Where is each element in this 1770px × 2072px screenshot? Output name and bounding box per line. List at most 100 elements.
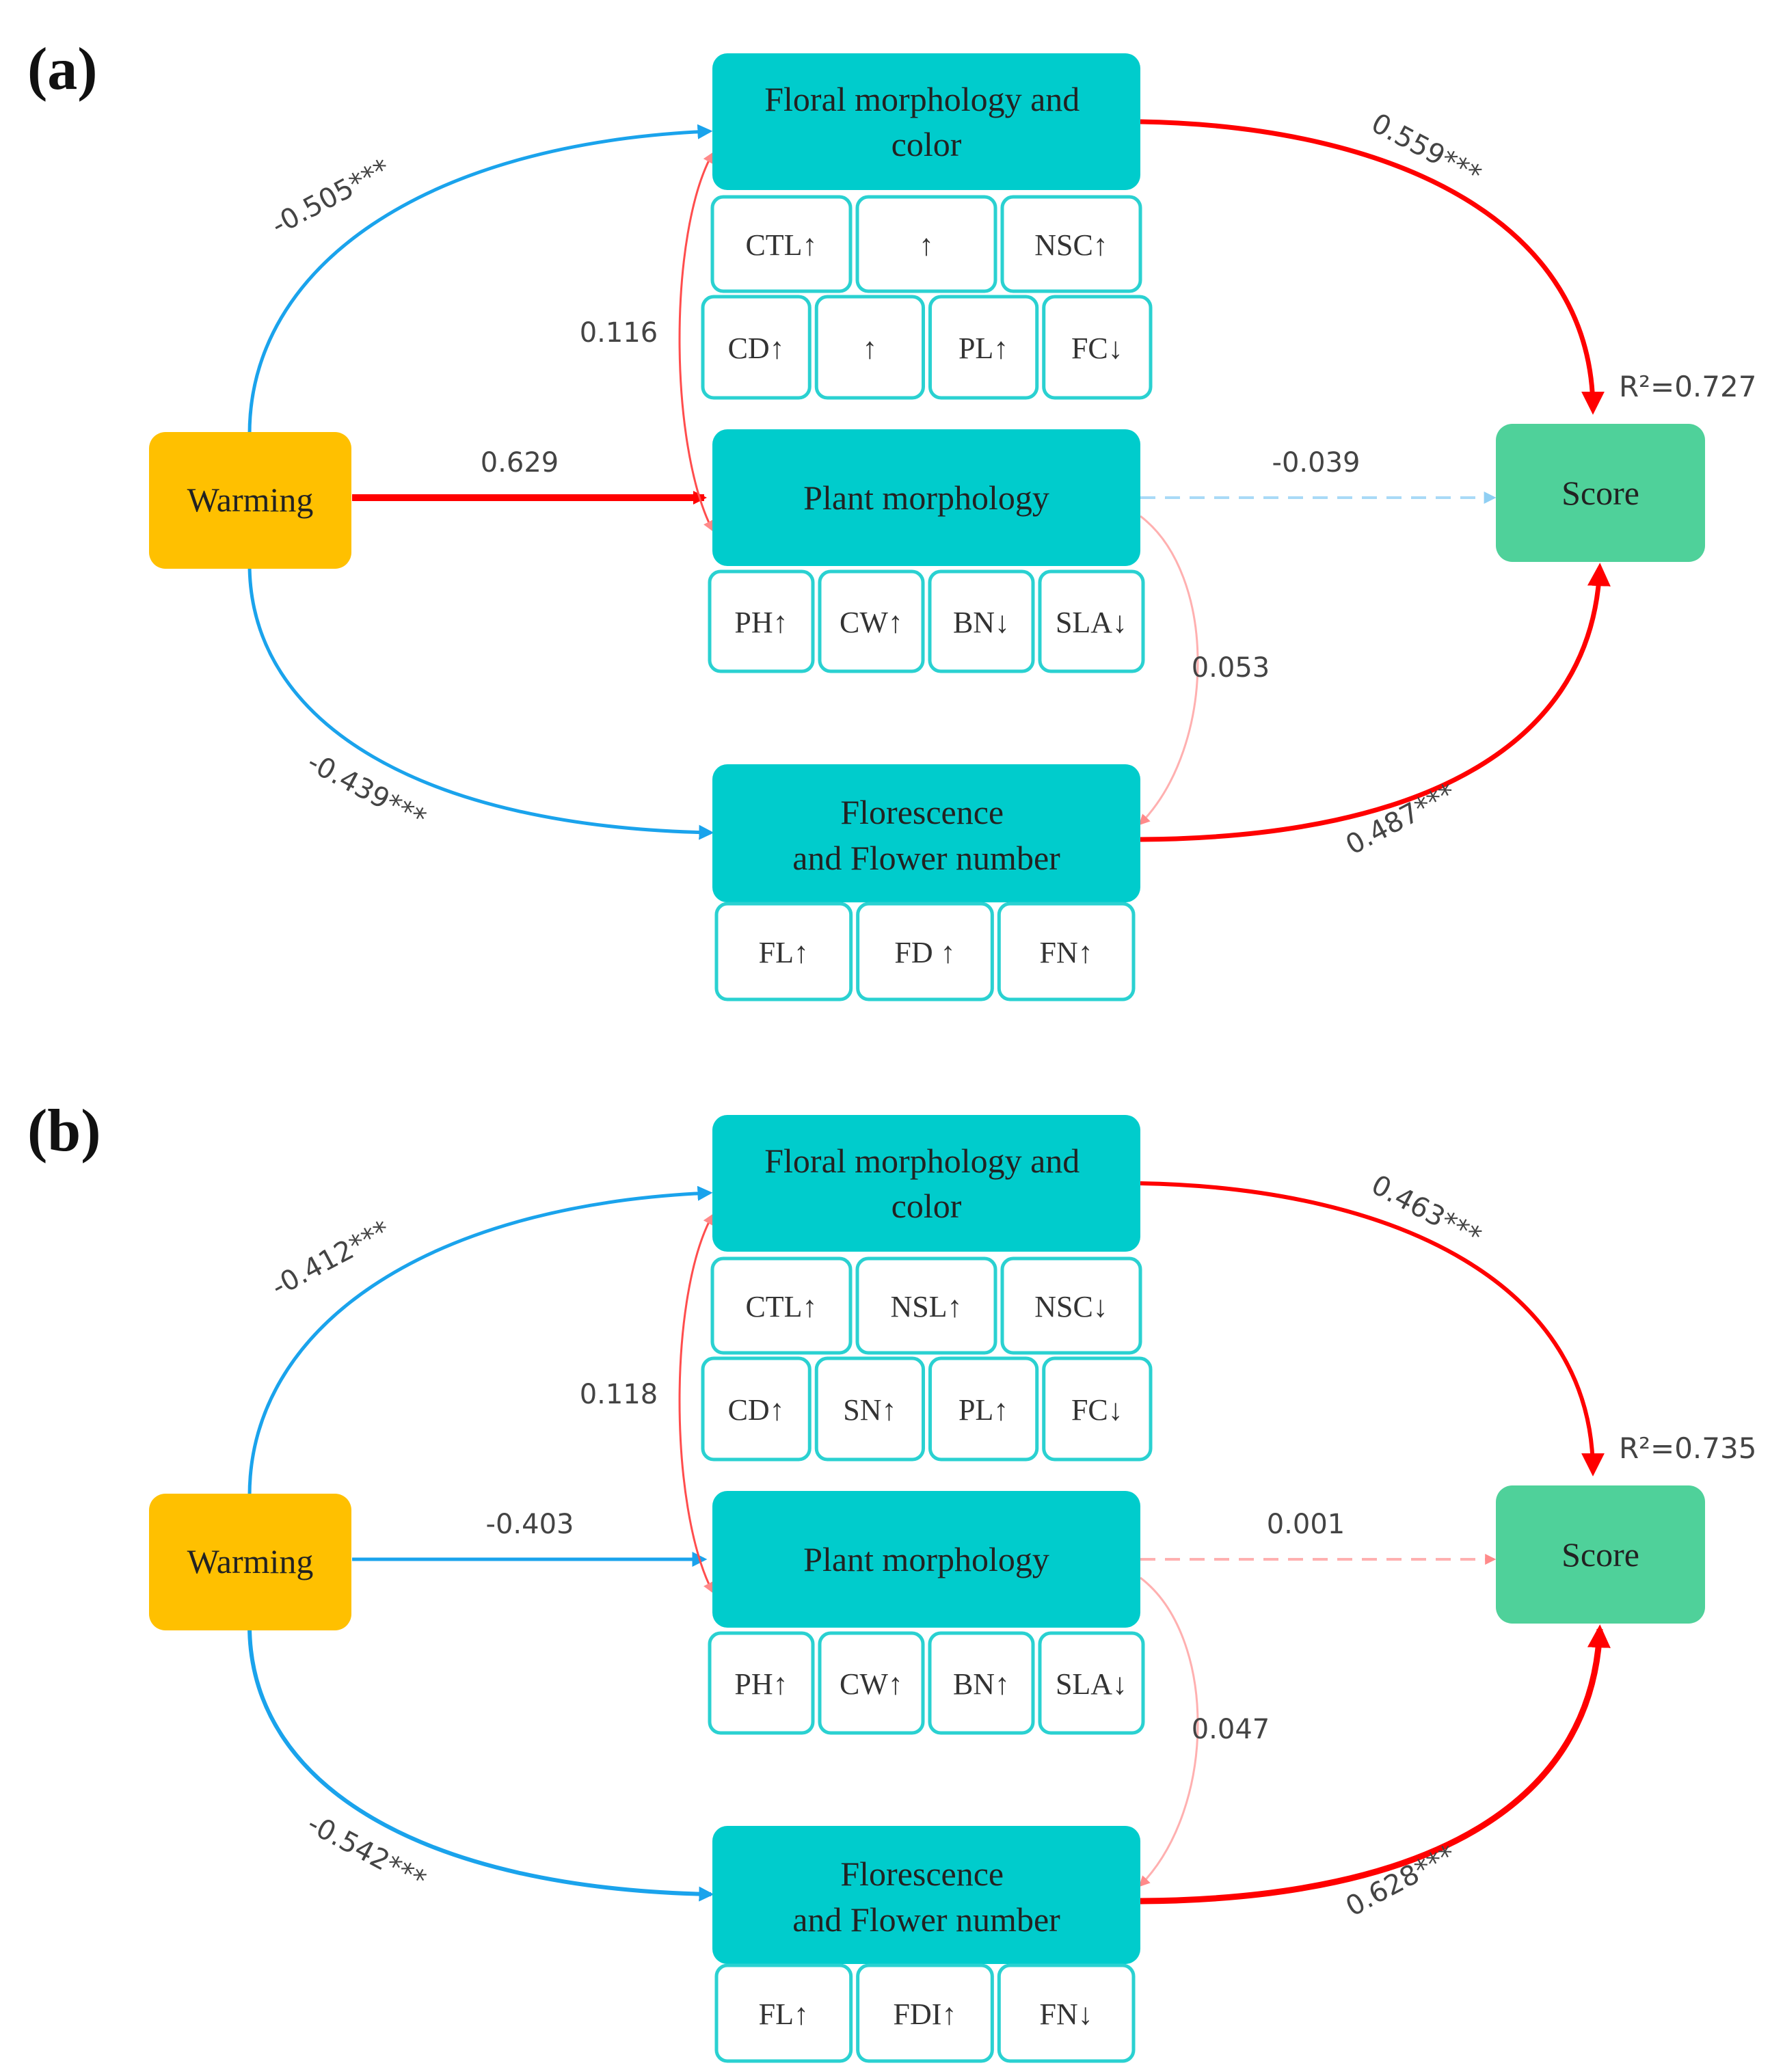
trait-box <box>708 569 815 673</box>
path-b-plant-floral <box>678 1213 714 1593</box>
trait-label: BN↓ <box>953 606 1010 639</box>
path-b-warming-floral <box>247 1185 713 1496</box>
trait-label: SLA↓ <box>1056 606 1127 639</box>
trait-label: PL↑ <box>958 1393 1008 1427</box>
trait-boxes-plant-row: PH↑CW↑BN↓SLA↓ <box>708 569 1145 673</box>
panel-a: (a) Warming Score R²=0.727 Floral morpho… <box>27 36 1756 1001</box>
warming-node <box>149 1494 351 1630</box>
coef-plant-score: 0.001 <box>1267 1509 1345 1540</box>
trait-label: BN↑ <box>953 1667 1010 1701</box>
trait-boxes-floral-row1: CTL↑ NSL↑ NSC↓ <box>710 1256 1142 1355</box>
coef-warming-florescence: -0.439*** <box>302 746 431 835</box>
coef-plant-florescence: 0.053 <box>1192 652 1270 684</box>
trait-label: CD↑ <box>728 1393 785 1427</box>
r2-label: R²=0.727 <box>1619 370 1756 403</box>
path-a-plant-floral <box>678 152 714 532</box>
trait-box <box>1000 1256 1142 1355</box>
coef-warming-florescence: -0.542*** <box>302 1808 431 1896</box>
coef-plant-florescence: 0.047 <box>1192 1714 1270 1745</box>
trait-label: CTL↑ <box>745 1290 817 1323</box>
path-a-warming-flor <box>247 563 714 840</box>
trait-box <box>818 569 925 673</box>
svg-text:Florescence and Flower n: Florescence and Flower number <box>792 1855 1060 1939</box>
path-a-flor-score <box>1140 563 1611 842</box>
trait-label: FL↑ <box>759 1997 809 2031</box>
trait-boxes-floral-row2: CD↑ SN↑ PL↑ FC↓ <box>701 1356 1153 1462</box>
path-b-flor-score <box>1140 1624 1611 1905</box>
score-label: Score <box>1561 474 1639 512</box>
coef-plant-floral: 0.118 <box>580 1379 658 1410</box>
floral-label-line1: Floral morphology and <box>764 1142 1080 1180</box>
svg-text:Floral morphology and co: Floral morphology and color <box>764 80 1088 163</box>
panel-b: (b) Warming Score R²=0.735 Floral morpho… <box>27 1098 1756 2063</box>
florescence-node <box>712 764 1140 902</box>
trait-box <box>856 902 994 1001</box>
floral-label-line1: Floral morphology and <box>764 80 1080 118</box>
trait-box <box>855 1256 997 1355</box>
trait-box <box>1042 1356 1153 1462</box>
warming-label: Warming <box>187 481 314 519</box>
path-a-floral-score <box>1140 119 1605 415</box>
trait-box <box>701 295 812 400</box>
trait-box <box>1042 295 1153 400</box>
trait-label: FC↓ <box>1071 332 1123 365</box>
trait-label: FD ↑ <box>894 936 955 969</box>
trait-label: CW↑ <box>840 606 903 639</box>
trait-boxes-florescence-row: FL↑FD ↑FN↑ <box>714 902 1136 1001</box>
trait-box <box>710 1256 853 1355</box>
path-b-warming-flor <box>247 1625 714 1902</box>
trait-box <box>997 902 1136 1001</box>
trait-label: SN↑ <box>843 1393 896 1427</box>
trait-box <box>814 295 925 400</box>
trait-box <box>814 1356 925 1462</box>
trait-box <box>818 1631 925 1735</box>
svg-text:Florescence and Flower n: Florescence and Flower number <box>792 793 1060 877</box>
trait-label: FN↑ <box>1040 936 1093 969</box>
coef-florescence-score: 0.487*** <box>1341 777 1461 861</box>
florescence-label-line1: Florescence <box>840 793 1004 831</box>
score-label: Score <box>1561 1535 1639 1574</box>
r2-label: R²=0.735 <box>1619 1431 1756 1465</box>
floral-node <box>712 53 1140 190</box>
trait-box <box>997 1963 1136 2063</box>
trait-label: FC↓ <box>1071 1393 1123 1427</box>
floral-label-line2: color <box>891 1187 962 1225</box>
trait-box <box>1000 195 1142 293</box>
path-b-plant-flor <box>1138 1576 1199 1887</box>
florescence-node <box>712 1826 1140 1964</box>
trait-label: CD↑ <box>728 332 785 365</box>
coef-warming-floral: -0.505*** <box>267 153 395 241</box>
trait-box <box>928 1356 1039 1462</box>
trait-box <box>714 902 853 1001</box>
floral-label-line2: color <box>891 125 962 163</box>
plant-node <box>712 429 1140 566</box>
trait-label: PL↑ <box>958 332 1008 365</box>
svg-text:Floral morphology and co: Floral morphology and color <box>764 1142 1088 1225</box>
trait-box <box>928 569 1035 673</box>
floral-node <box>712 1115 1140 1252</box>
trait-box <box>1038 1631 1145 1735</box>
trait-boxes-floral-row2: CD↑↑PL↑FC↓ <box>701 295 1153 400</box>
trait-box <box>710 195 853 293</box>
trait-box <box>928 1631 1035 1735</box>
florescence-label-line1: Florescence <box>840 1855 1004 1893</box>
plant-node <box>712 1491 1140 1628</box>
trait-box <box>1038 569 1145 673</box>
panel-a-label: (a) <box>27 36 98 103</box>
trait-box <box>708 1631 815 1735</box>
plant-label: Plant morphology <box>803 479 1049 517</box>
trait-label: SLA↓ <box>1056 1667 1127 1701</box>
trait-box <box>855 195 997 293</box>
plant-label: Plant morphology <box>803 1540 1049 1578</box>
trait-label: CW↑ <box>840 1667 903 1701</box>
trait-label: ↑ <box>919 228 934 262</box>
trait-label: NSL↑ <box>890 1290 962 1323</box>
warming-label: Warming <box>187 1542 314 1580</box>
florescence-label-line2: and Flower number <box>792 1900 1060 1939</box>
trait-label: NSC↓ <box>1034 1290 1108 1323</box>
coef-warming-plant: 0.629 <box>481 447 559 479</box>
trait-box <box>701 1356 812 1462</box>
score-node <box>1496 424 1705 562</box>
coef-florescence-score: 0.628*** <box>1341 1839 1461 1923</box>
